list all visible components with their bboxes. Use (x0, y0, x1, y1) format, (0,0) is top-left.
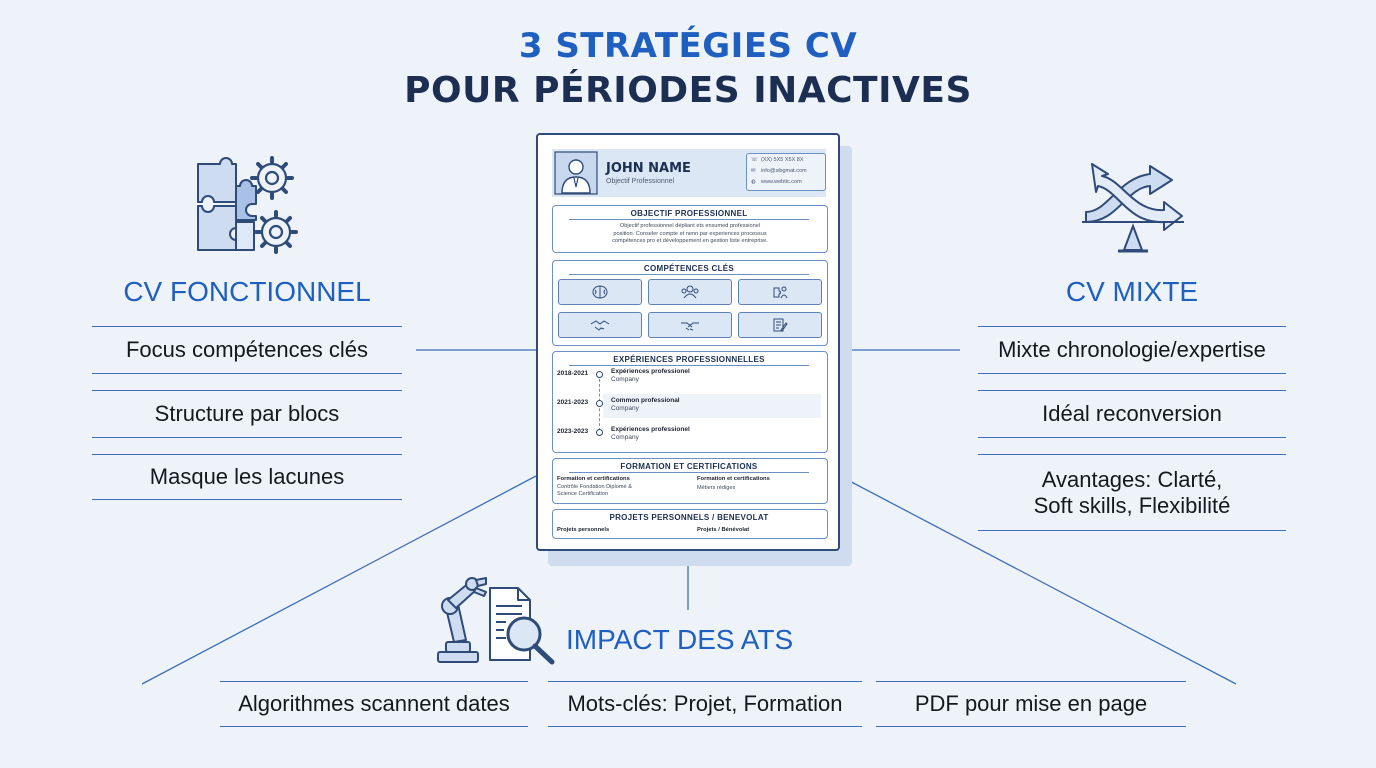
cv-projects-col2: Projets / Bénévolat (697, 527, 750, 533)
crossing-arrows-balance-icon (1082, 163, 1184, 253)
left-item-3: Masque les lacunes (149, 464, 345, 489)
timeline-dot (596, 400, 603, 407)
cv-name: JOHN NAME (606, 161, 691, 176)
right-item-3-line-2: Soft skills, Flexibilité (1033, 493, 1231, 518)
cv-formation-title: FORMATION ET CERTIFICATIONS (620, 462, 758, 471)
title-line-2: POUR PÉRIODES INACTIVES (404, 70, 972, 111)
timeline-dot (596, 371, 603, 378)
avatar-icon (554, 151, 598, 195)
cv-exp-role: Common professional (611, 397, 680, 404)
connector-diag-right (839, 475, 1237, 685)
timeline-highlight (603, 394, 821, 418)
cv-contact-box: ☏ (XX) 5X5 X5X 8X ✉ info@sibgmat.com ◍ w… (746, 153, 826, 191)
rule (978, 390, 1286, 391)
cv-contact-web: www.webtic.com (761, 179, 802, 185)
cv-header: JOHN NAME Objectif Professionnel ☏ (XX) … (552, 149, 826, 197)
cv-projects-title: PROJETS PERSONNELS / BENEVOLAT (609, 513, 769, 522)
handshake-alt-icon (648, 312, 732, 338)
rule (569, 274, 809, 275)
cv-objective-line: position. Conseler compte et nenn par ex… (613, 230, 767, 237)
bottom-item-3: PDF pour mise en page (914, 691, 1148, 716)
left-item-1: Focus compétences clés (125, 337, 369, 362)
connector-diag-left (141, 475, 537, 685)
cv-exp-dates: 2021-2023 (557, 399, 589, 406)
rule (978, 326, 1286, 327)
cv-projects-section: PROJETS PERSONNELS / BENEVOLAT Projets p… (552, 509, 828, 539)
left-item-2: Structure par blocs (154, 401, 340, 426)
cv-objective-line: compétences pro et développement en gest… (612, 238, 768, 244)
rule (569, 365, 809, 366)
cv-objective-section: OBJECTIF PROFESSIONNEL Objectif professi… (552, 205, 828, 253)
cv-experience-section: EXPÉRIENCES PROFESSIONNELLES 2018-2021 E… (552, 351, 828, 453)
right-item-2: Idéal reconversion (1042, 401, 1222, 426)
cv-mixte-heading: CV MIXTE (1065, 276, 1199, 307)
cv-contact-email: info@sibgmat.com (761, 168, 807, 174)
bottom-item-1: Algorithmes scannent dates (238, 691, 510, 716)
cv-exp-company: Company (611, 376, 639, 383)
cv-projects-col1: Projets personnels (557, 527, 610, 533)
handshake-icon (558, 312, 642, 338)
title-line-1: 3 STRATÉGIES CV (518, 26, 858, 66)
rule (569, 472, 809, 473)
rule (220, 681, 528, 682)
puzzle-gears-icon (197, 156, 298, 254)
cv-formation-line: Métiers rédiges (697, 485, 736, 491)
cv-formation-section: FORMATION ET CERTIFICATIONS Formation et… (552, 458, 828, 504)
rule (92, 437, 402, 438)
rule (220, 726, 528, 727)
rule (876, 726, 1186, 727)
puzzle-person-icon (738, 279, 822, 305)
team-icon (648, 279, 732, 305)
rule (569, 219, 809, 220)
brain-icon (558, 279, 642, 305)
rule (978, 530, 1286, 531)
globe-icon: ◍ (751, 179, 756, 185)
document-edit-icon (738, 312, 822, 338)
rule (978, 437, 1286, 438)
cv-formation-line: Contrôle Fondation Diplomé & (557, 484, 632, 490)
cv-fonctionnel-heading: CV FONCTIONNEL (123, 276, 371, 307)
phone-icon: ☏ (751, 157, 758, 163)
cv-objective-line: Objectif professionnel dépliant ets ensu… (619, 223, 761, 229)
rule (548, 726, 862, 727)
right-item-3-line-1: Avantages: Clarté, (1041, 467, 1223, 492)
cv-exp-dates: 2023-2023 (557, 428, 589, 435)
cv-formation-col2-title: Formation et certifications (697, 476, 770, 482)
rule (92, 373, 402, 374)
robot-arm-document-scan-icon (437, 577, 555, 665)
bottom-item-2: Mots-clés: Projet, Formation (567, 691, 843, 716)
mail-icon: ✉ (751, 168, 756, 174)
cv-exp-role: Expériences professionel (611, 368, 690, 375)
rule (92, 499, 402, 500)
cv-formation-col1-title: Formation et certifications (557, 476, 630, 482)
timeline-dot (596, 429, 603, 436)
rule (548, 681, 862, 682)
cv-exp-role: Expériences professionel (611, 426, 690, 433)
cv-formation-col1: Contrôle Fondation Diplomé & Science Cer… (557, 484, 632, 498)
rule (876, 681, 1186, 682)
cv-formation-line: Science Certification (557, 491, 608, 497)
right-item-1: Mixte chronologie/expertise (998, 337, 1266, 362)
cv-subtitle: Objectif Professionnel (606, 178, 675, 185)
cv-objective-body: Objectif professionnel dépliant ets ensu… (559, 223, 821, 246)
rule (92, 454, 402, 455)
cv-exp-company: Company (611, 434, 639, 441)
rule (978, 454, 1286, 455)
rule (92, 390, 402, 391)
rule (978, 373, 1286, 374)
cv-document: JOHN NAME Objectif Professionnel ☏ (XX) … (536, 133, 840, 551)
cv-skills-title: COMPÉTENCES CLÉS (643, 264, 735, 273)
impact-ats-heading: IMPACT DES ATS (566, 624, 794, 655)
cv-skills-section: COMPÉTENCES CLÉS (552, 260, 828, 346)
cv-contact-phone: (XX) 5X5 X5X 8X (761, 157, 804, 163)
cv-objective-title: OBJECTIF PROFESSIONNEL (630, 209, 748, 218)
cv-exp-company: Company (611, 405, 639, 412)
rule (92, 326, 402, 327)
cv-exp-dates: 2018-2021 (557, 370, 589, 377)
cv-experience-title: EXPÉRIENCES PROFESSIONNELLES (613, 355, 765, 364)
